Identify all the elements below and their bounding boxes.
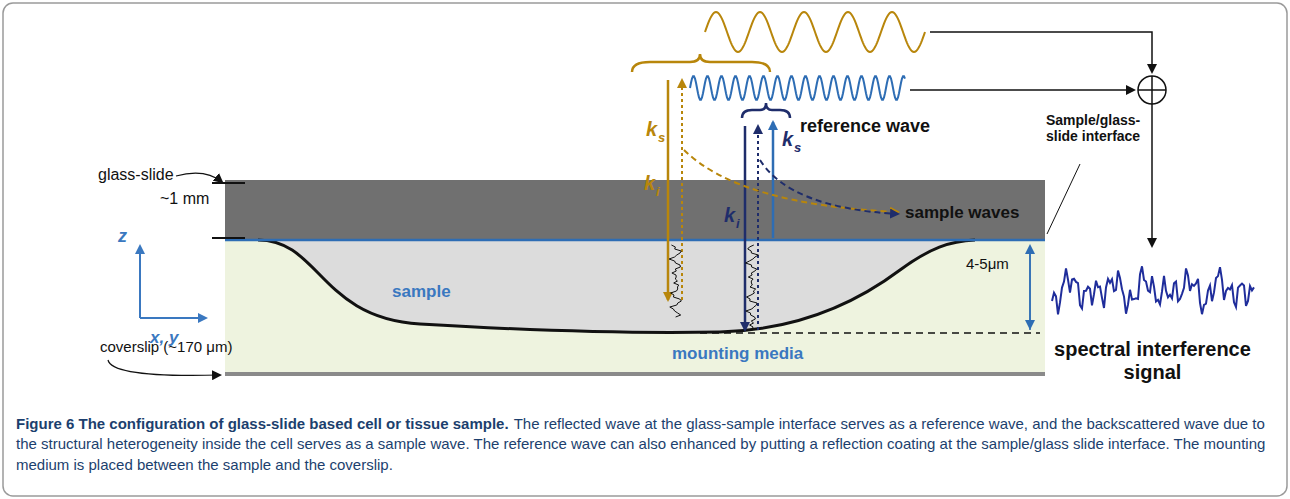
coverslip-line (225, 372, 1045, 376)
wave (690, 76, 905, 99)
incident-ray (744, 126, 747, 330)
signal-wire (910, 89, 1134, 91)
signal-label: spectral interference signal (1050, 338, 1255, 384)
wave-vector: k (782, 128, 793, 151)
signal-wire (1151, 104, 1153, 246)
scattered-ray (681, 80, 683, 300)
region-label: sample (392, 282, 451, 302)
wave-label: sample waves (905, 203, 1019, 223)
wave-bracket (742, 103, 790, 118)
sample-outline (258, 240, 975, 333)
scatter-trace (746, 245, 759, 329)
wave-bracket (632, 54, 770, 72)
thickness-tick (212, 237, 245, 239)
figure-frame (3, 3, 1287, 496)
sample-body (258, 240, 975, 333)
wave-vector-subscript: i (656, 185, 660, 200)
region-label: mounting media (672, 344, 803, 364)
interference-signal (1052, 266, 1254, 314)
wave-vector-subscript: s (794, 141, 801, 156)
sample-wave-path (684, 150, 898, 212)
wave-vector: k (644, 172, 655, 195)
scatter-trace (669, 245, 681, 317)
part-label: coverslip (~170 μm) (100, 338, 232, 355)
sum-symbol (1151, 76, 1153, 104)
sample-wave-path (760, 160, 898, 214)
depth-arrow (1029, 246, 1031, 330)
depth-line (700, 332, 1040, 334)
scattered-ray (757, 126, 759, 330)
wave-vector: k (646, 118, 657, 141)
wave-vector-subscript: i (736, 217, 740, 232)
axis-label: z (118, 226, 127, 247)
incident-ray (667, 80, 670, 300)
dimension-label: ~1 mm (160, 190, 209, 208)
figure-title: Figure 6 The configuration of glass-slid… (16, 415, 509, 432)
glass-slide (225, 180, 1045, 240)
signal-wire (930, 32, 1152, 72)
figure-caption: Figure 6 The configuration of glass-slid… (16, 414, 1274, 475)
depth-arrow (1029, 246, 1031, 328)
dimension-label: 4-5μm (966, 255, 1009, 272)
mounting-media (225, 240, 1045, 373)
wave-vector: k (724, 204, 735, 227)
thickness-tick (212, 182, 245, 184)
leader-line (1047, 164, 1080, 234)
interface-line (225, 239, 1045, 242)
leader-line (176, 173, 222, 182)
reference-ray (772, 122, 775, 238)
z-axis (139, 246, 141, 318)
wave (705, 12, 925, 52)
wave-vector-subscript: s (658, 131, 665, 146)
wave-label: reference wave (800, 116, 930, 137)
interface-label: Sample/glass-slide interface (1046, 112, 1146, 144)
xy-axis (140, 317, 206, 319)
sum-symbol (1138, 76, 1166, 104)
leader-line (108, 360, 220, 375)
part-label: glass-slide (98, 166, 174, 184)
